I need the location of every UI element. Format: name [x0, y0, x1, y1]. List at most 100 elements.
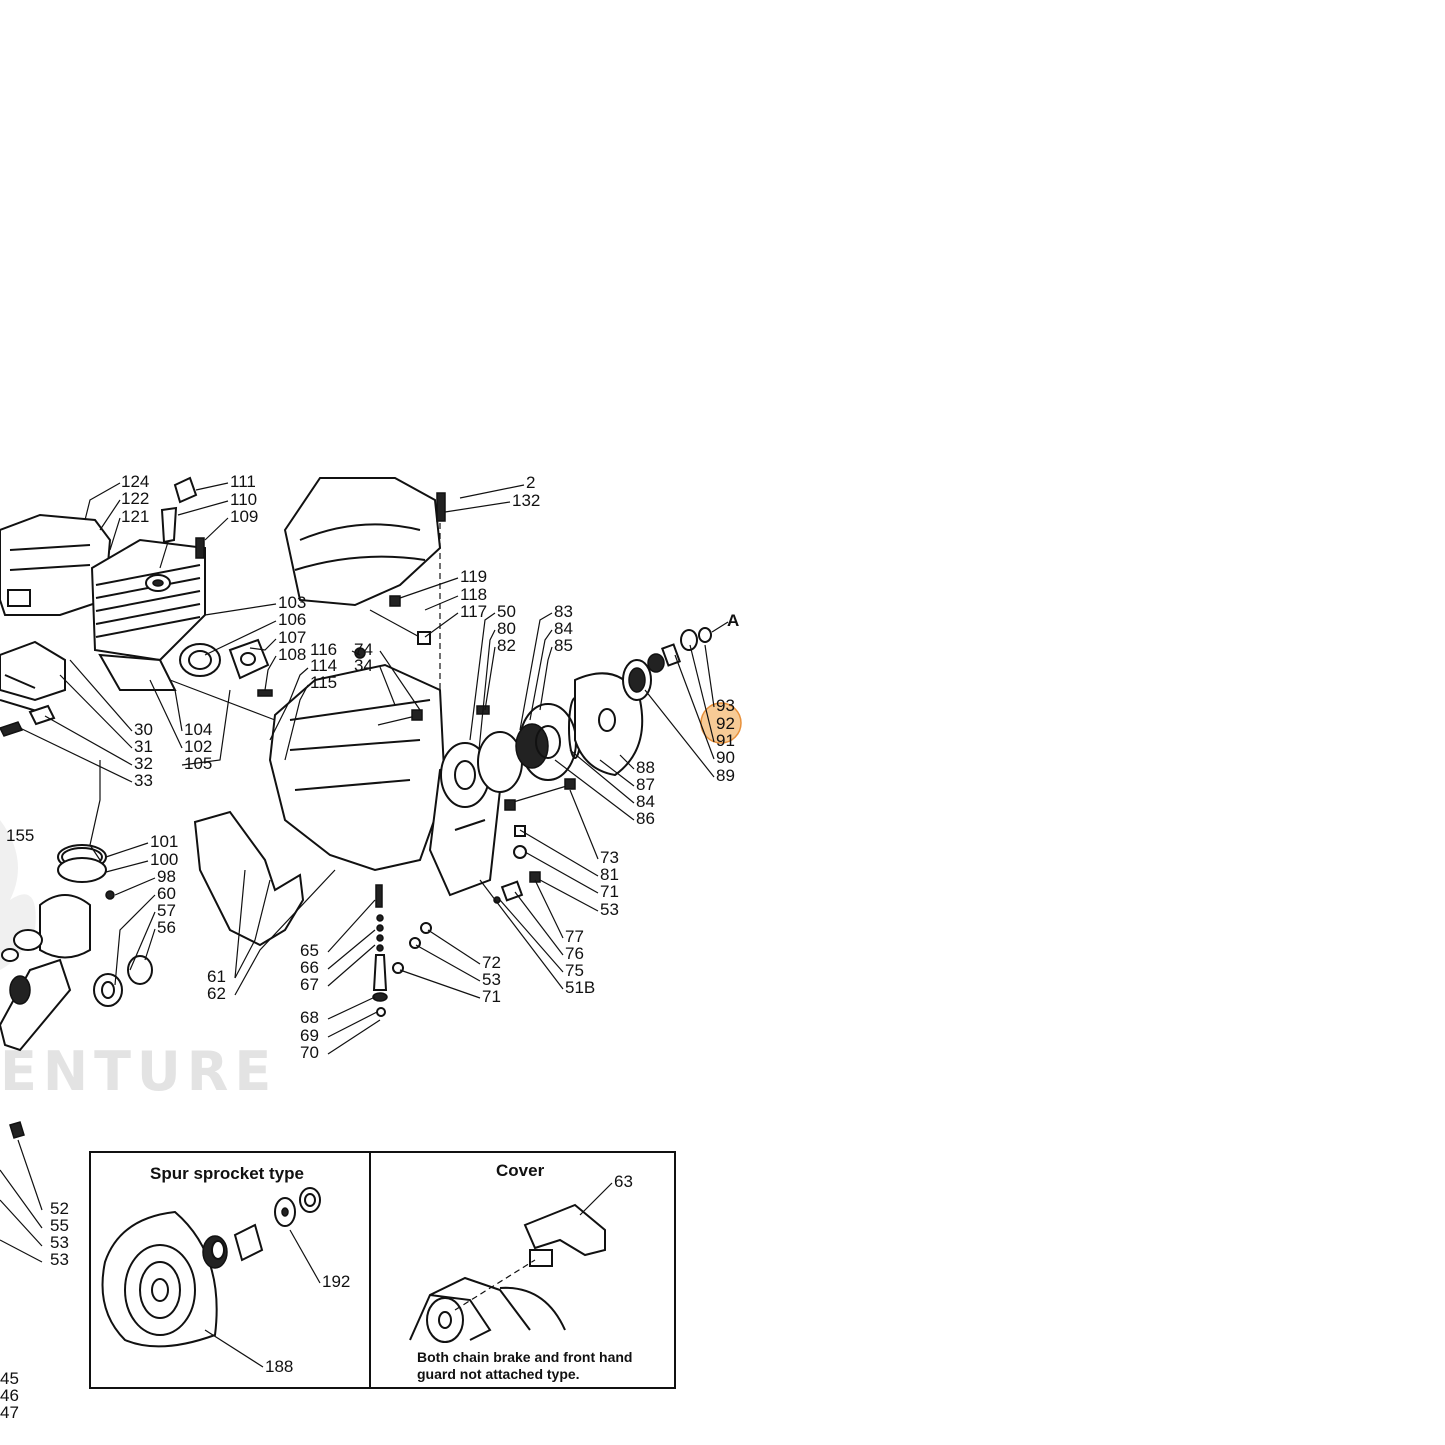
callout-50: 50: [497, 602, 516, 621]
callout-107: 107: [278, 628, 306, 647]
callout-53: 53: [50, 1250, 69, 1269]
cover-part: [523, 1182, 613, 1267]
callout-85: 85: [554, 636, 573, 655]
callout-57: 57: [157, 901, 176, 920]
callout-46: 46: [0, 1386, 19, 1405]
callout-55: 55: [50, 1216, 69, 1235]
callout-91: 91: [716, 731, 735, 750]
callout-124: 124: [121, 472, 149, 491]
callout-63: 63: [614, 1172, 633, 1191]
callout-117: 117: [460, 602, 487, 621]
callout-88: 88: [636, 758, 655, 777]
intake-boot: [169, 638, 276, 721]
callout-31: 31: [134, 737, 153, 756]
callout-75: 75: [565, 961, 584, 980]
cylinder: [90, 538, 206, 691]
callout-86: 86: [636, 809, 655, 828]
callout-115: 115: [310, 673, 337, 692]
callout-111: 111: [230, 472, 256, 491]
spark-plug: [159, 476, 205, 569]
callout-87: 87: [636, 775, 655, 794]
inset-spur-title: Spur sprocket type: [150, 1164, 304, 1183]
callout-109: 109: [230, 507, 258, 526]
leader-lines: [19, 482, 715, 1055]
callout-72: 72: [482, 953, 501, 972]
callout-84: 84: [554, 619, 573, 638]
watermark: ENTURE: [0, 1040, 277, 1103]
callout-110: 110: [230, 490, 257, 509]
callout-100: 100: [150, 850, 178, 869]
callout-104: 104: [184, 720, 212, 739]
callout-114: 114: [310, 656, 337, 675]
callout-53: 53: [50, 1233, 69, 1252]
callout-32: 32: [134, 754, 153, 773]
callout-71: 71: [600, 882, 619, 901]
callout-101: 101: [150, 832, 178, 851]
callout-62: 62: [207, 984, 226, 1003]
lower-hardware: [372, 778, 576, 1017]
callout-47: 47: [0, 1403, 19, 1422]
callout-34: 34: [354, 656, 373, 675]
callout-92: 92: [716, 714, 735, 733]
callout-90: 90: [716, 748, 735, 767]
callout-98: 98: [157, 867, 176, 886]
callout-116: 116: [310, 640, 337, 659]
callout-93: 93: [716, 696, 735, 715]
cover-housing: [409, 1259, 566, 1343]
callout-51B: 51B: [565, 978, 595, 997]
callout-45: 45: [0, 1369, 19, 1388]
callout-30: 30: [134, 720, 153, 739]
top-cover: [283, 477, 446, 607]
callout-121: 121: [121, 507, 149, 526]
spur-rim-sprocket: [202, 1187, 321, 1269]
clutch-assembly: [440, 621, 729, 808]
callout-53: 53: [482, 970, 501, 989]
crankcase: [268, 663, 502, 897]
muffler-assembly: [0, 513, 112, 737]
callout-155: 155: [6, 826, 34, 845]
callout-56: 56: [157, 918, 176, 937]
callout-53: 53: [600, 900, 619, 919]
callout-2: 2: [526, 473, 535, 492]
callout-60: 60: [157, 884, 176, 903]
callout-83: 83: [554, 602, 573, 621]
callout-67: 67: [300, 975, 319, 994]
callout-106: 106: [278, 610, 306, 629]
piston-assembly: [0, 844, 153, 1052]
spur-drum: [101, 1210, 218, 1348]
inset-frame: [89, 1151, 676, 1389]
callout-118: 118: [460, 585, 487, 604]
callout-132: 132: [512, 491, 540, 510]
inset-panels: Spur sprocket type 192 188 Cover: [89, 1151, 676, 1389]
callout-33: 33: [134, 771, 153, 790]
callout-119: 119: [460, 567, 487, 586]
callout-103: 103: [278, 593, 306, 612]
callout-122: 122: [121, 489, 149, 508]
callout-73: 73: [600, 848, 619, 867]
cover-note-line2: guard not attached type.: [417, 1366, 580, 1382]
callout-80: 80: [497, 619, 516, 638]
callout-65: 65: [300, 941, 319, 960]
inset-cover-title: Cover: [496, 1161, 545, 1180]
callout-102: 102: [184, 737, 212, 756]
callout-52: 52: [50, 1199, 69, 1218]
callout-84: 84: [636, 792, 655, 811]
cover-note-line1: Both chain brake and front hand: [417, 1349, 632, 1365]
callout-70: 70: [300, 1043, 319, 1062]
callout-89: 89: [716, 766, 735, 785]
gasket: [193, 810, 305, 947]
callout-68: 68: [300, 1008, 319, 1027]
callout-192: 192: [322, 1272, 350, 1291]
callout-A: A: [727, 611, 739, 630]
callout-69: 69: [300, 1026, 319, 1045]
callout-82: 82: [497, 636, 516, 655]
callout-71: 71: [482, 987, 501, 1006]
callout-105: 105: [184, 754, 212, 773]
lower-left-parts: [0, 1121, 43, 1263]
callout-81: 81: [600, 865, 619, 884]
callout-77: 77: [565, 927, 584, 946]
callout-66: 66: [300, 958, 319, 977]
callout-76: 76: [565, 944, 584, 963]
